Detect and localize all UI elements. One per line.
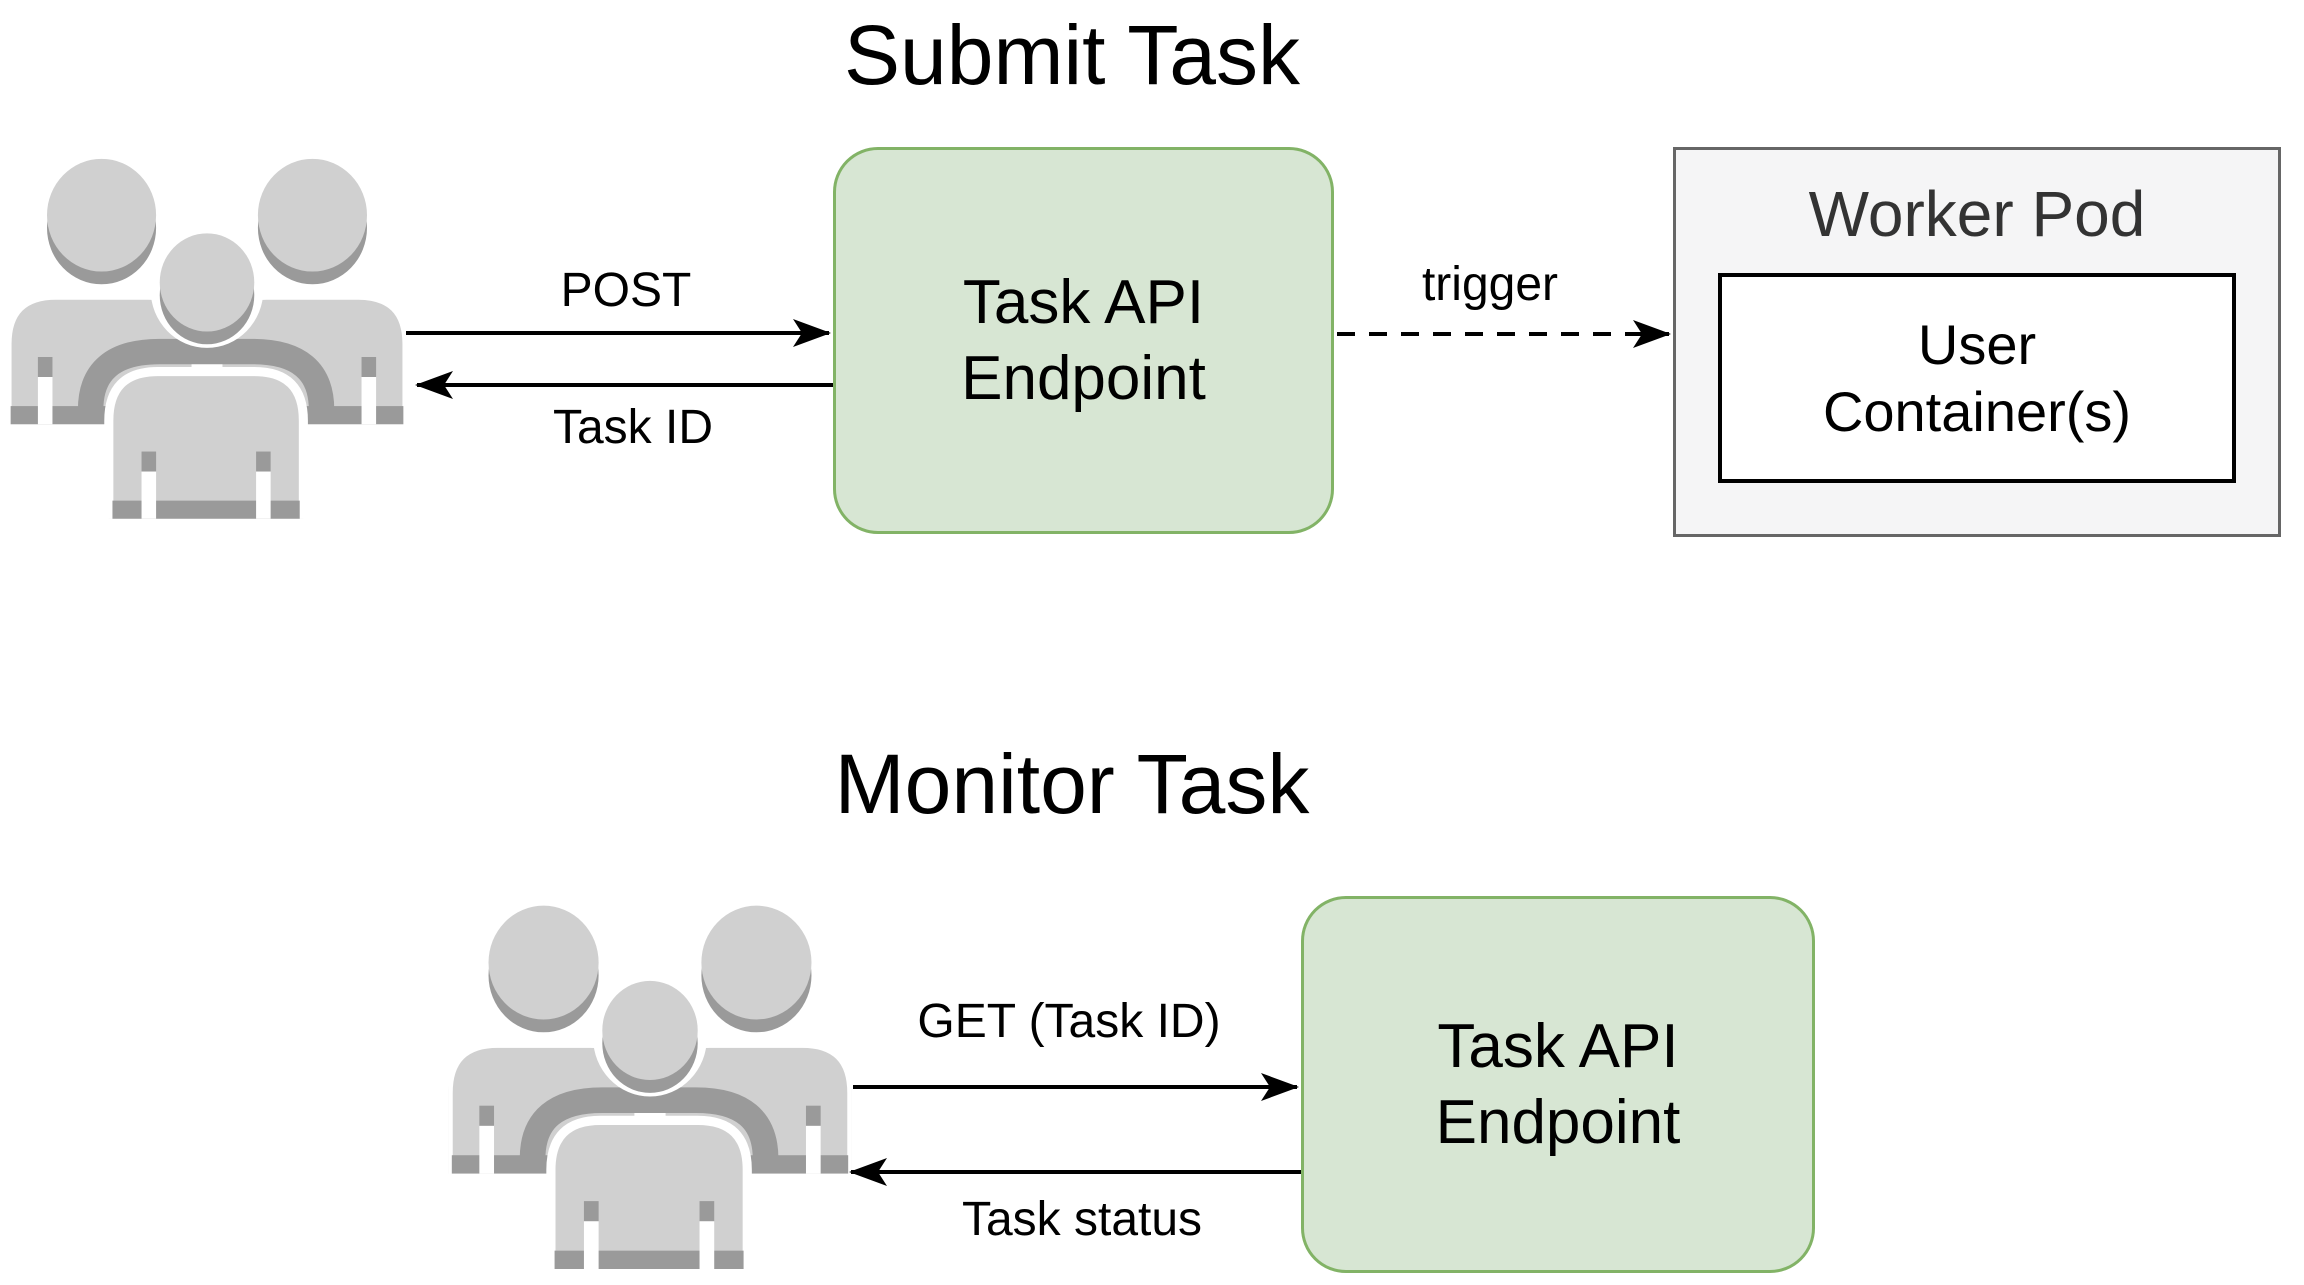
users-group-icon <box>448 902 852 1269</box>
endpoint-label-line2: Endpoint <box>1435 1087 1681 1157</box>
users-group-icon <box>7 155 407 519</box>
endpoint-label-line1: Task API <box>962 267 1205 337</box>
task-api-endpoint-node-monitor: Task API Endpoint <box>1301 896 1815 1273</box>
trigger-arrow-label: trigger <box>1421 258 1559 311</box>
monitor-task-title: Monitor Task <box>834 737 1310 831</box>
container-label-line2: Container(s) <box>1822 380 2132 443</box>
submit-task-title: Submit Task <box>844 8 1300 102</box>
get-task-id-arrow-label: GET (Task ID) <box>917 995 1221 1048</box>
task-id-arrow-label: Task ID <box>552 401 714 454</box>
post-arrow-label: POST <box>560 264 692 317</box>
worker-pod-node: Worker Pod User Container(s) <box>1673 147 2281 537</box>
endpoint-label-line1: Task API <box>1437 1011 1679 1081</box>
user-containers-node: User Container(s) <box>1718 273 2236 483</box>
task-api-endpoint-node-submit: Task API Endpoint <box>833 147 1334 534</box>
endpoint-label-line2: Endpoint <box>961 343 1206 413</box>
worker-pod-title: Worker Pod <box>1808 178 2146 250</box>
task-status-arrow-label: Task status <box>961 1193 1203 1246</box>
container-label-line1: User <box>1917 313 2037 376</box>
